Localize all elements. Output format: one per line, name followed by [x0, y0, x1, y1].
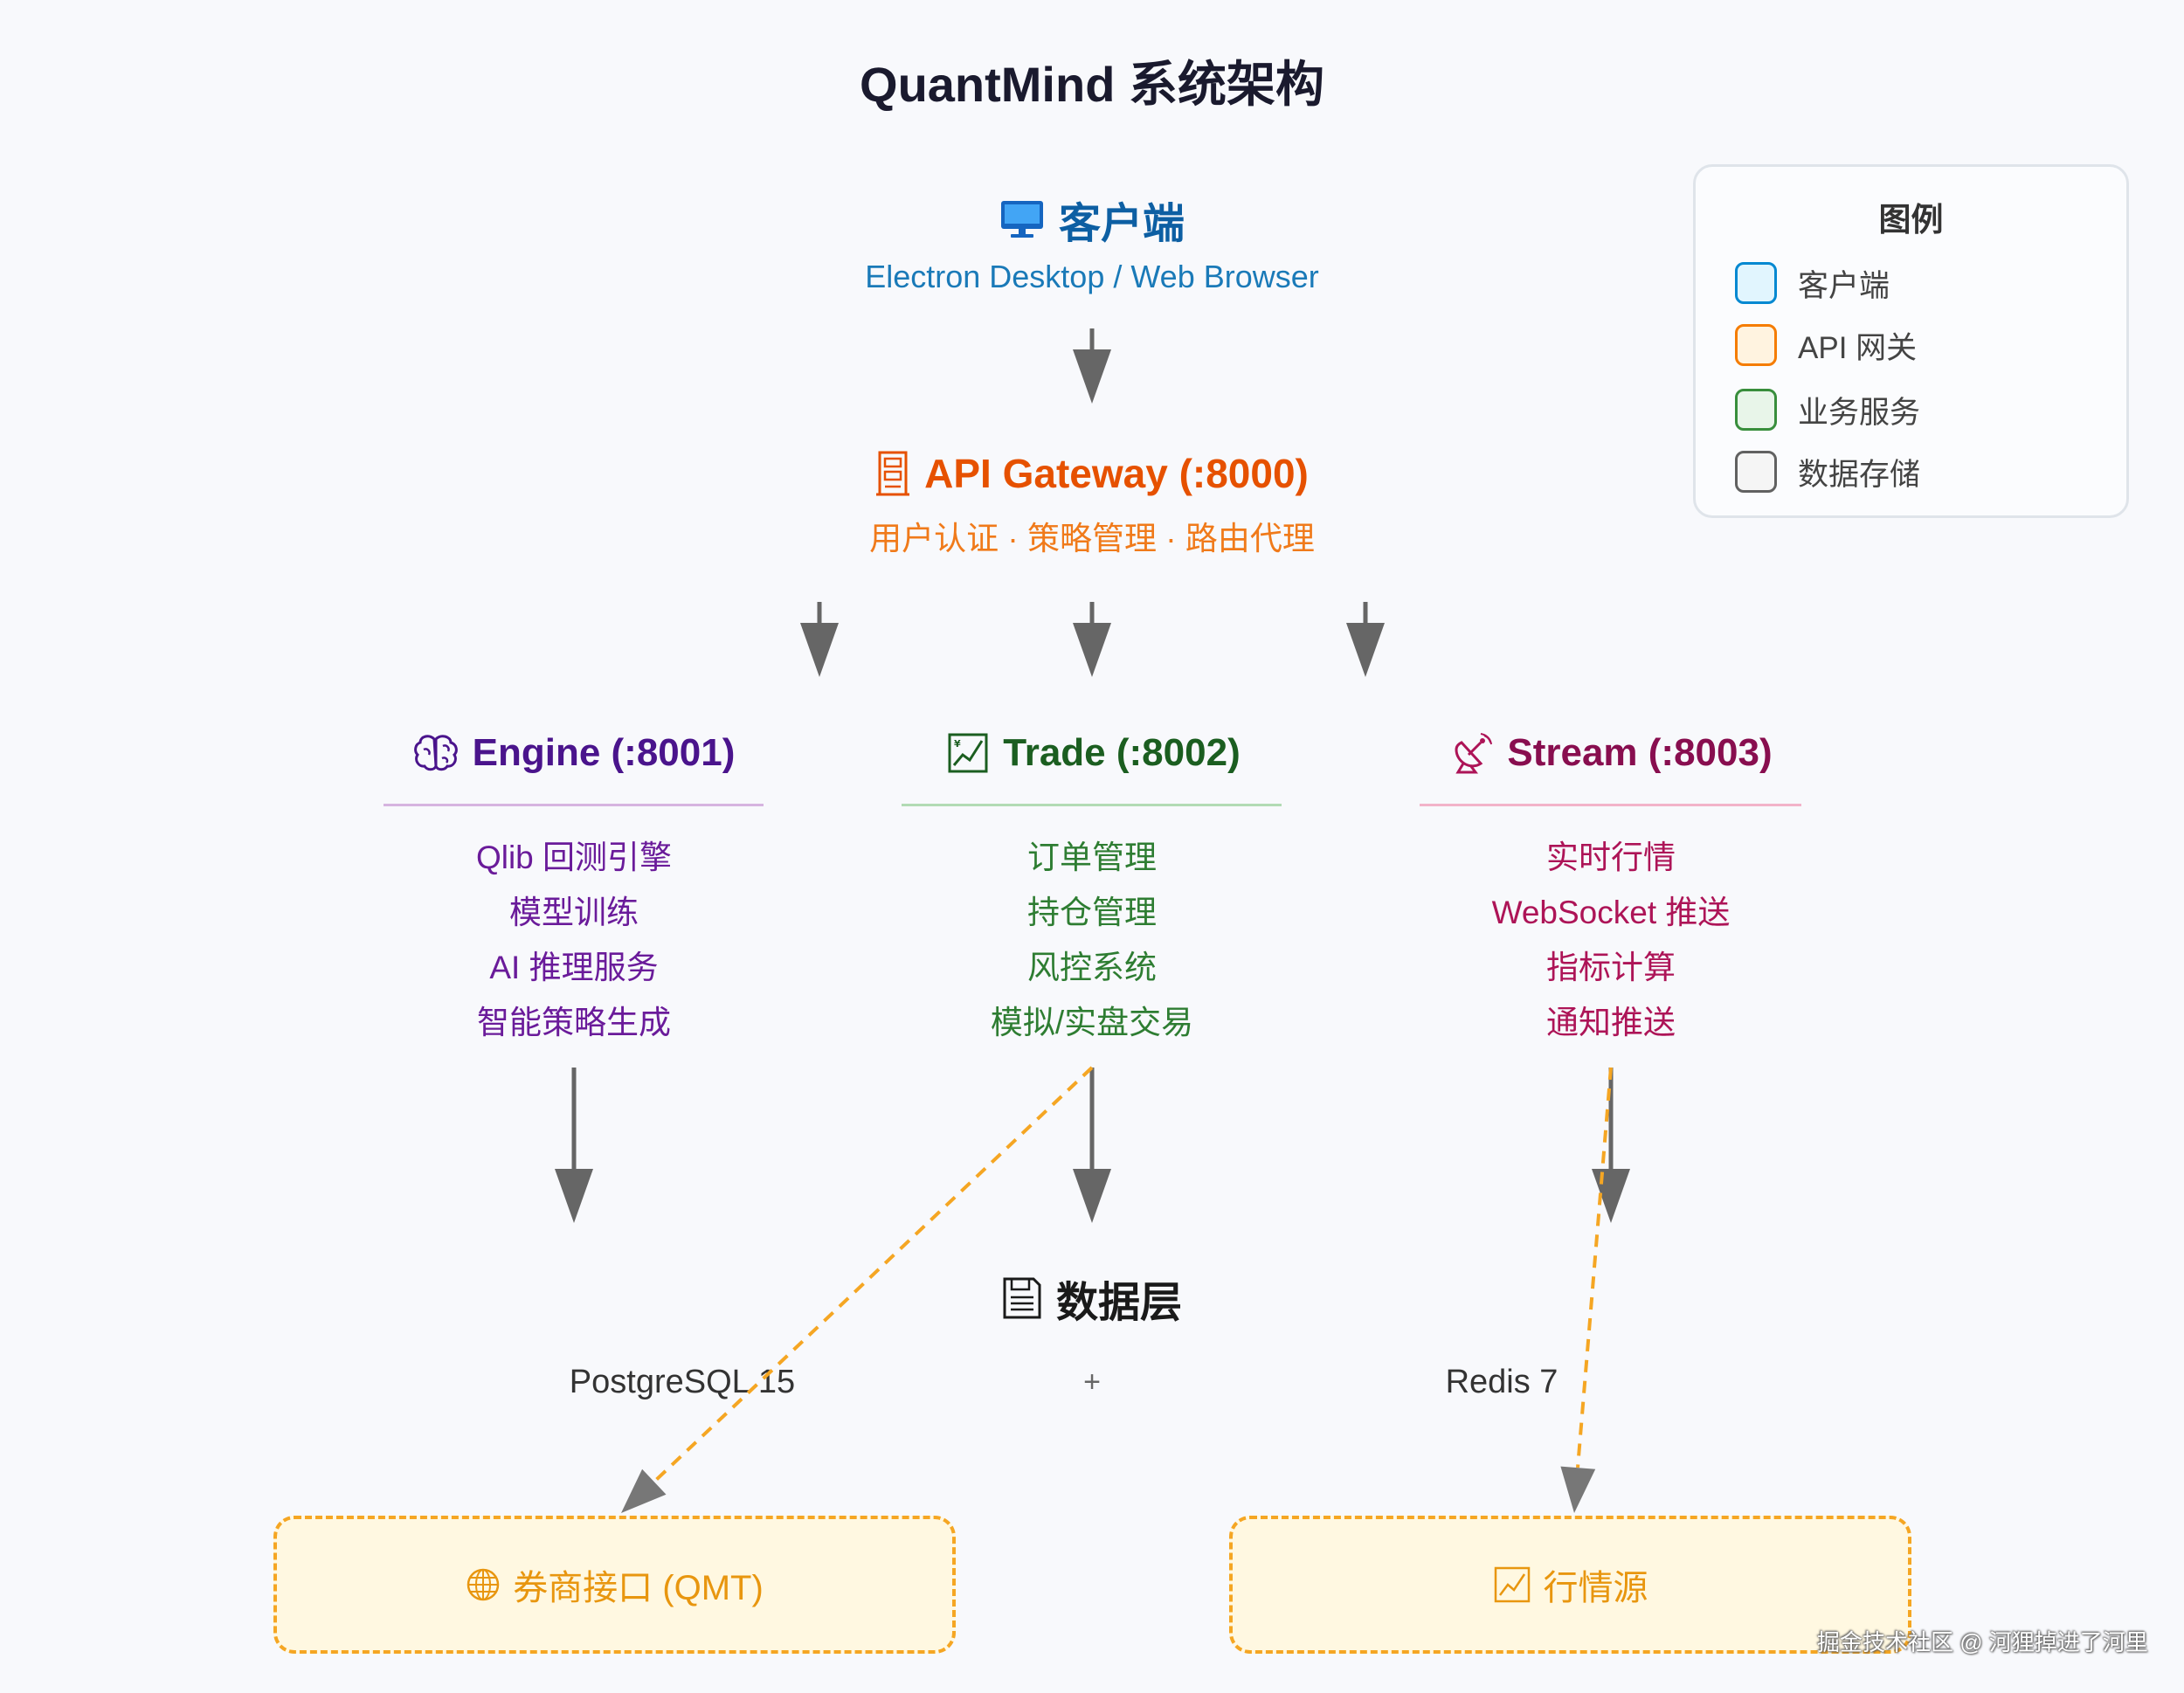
- data-layer-node: 数据层: [0, 1273, 2184, 1326]
- trade-title: Trade (:8002): [1003, 731, 1241, 774]
- trade-feature-list: 订单管理 持仓管理 风控系统 模拟/实盘交易: [786, 830, 1398, 1050]
- globe-icon: [466, 1567, 501, 1602]
- trade-service-title: ¥ Trade (:8002): [788, 728, 1400, 778]
- engine-feature-list: Qlib 回测引擎 模型训练 AI 推理服务 智能策略生成: [268, 830, 880, 1050]
- redis-store: Redis 7: [1445, 1364, 1559, 1400]
- list-item: 模拟/实盘交易: [990, 1005, 1194, 1040]
- legend-label: 数据存储: [1798, 457, 1921, 492]
- legend-title: 图例: [1878, 202, 1944, 238]
- postgresql-store: PostgreSQL 15: [569, 1364, 796, 1400]
- legend-swatch: [1735, 324, 1777, 366]
- engine-title: Engine (:8001): [472, 731, 736, 774]
- gateway-node: API Gateway (:8000): [0, 448, 2184, 499]
- legend-item-service: 业务服务: [1735, 388, 1920, 432]
- data-layer-title: 数据层: [1055, 1280, 1182, 1326]
- gateway-subtitle: 用户认证 · 策略管理 · 路由代理: [869, 521, 1315, 556]
- list-item: 风控系统: [1027, 950, 1157, 985]
- stream-service-title: Stream (:8003): [1306, 728, 1918, 778]
- broker-interface-label: 券商接口 (QMT): [513, 1569, 764, 1607]
- stream-title: Stream (:8003): [1507, 731, 1773, 774]
- engine-divider: [384, 804, 764, 806]
- client-node: 客户端: [0, 194, 2184, 247]
- svg-text:¥: ¥: [954, 738, 961, 750]
- engine-service-title: Engine (:8001): [268, 728, 880, 778]
- page-title: QuantMind 系统架构: [860, 56, 1324, 112]
- legend-item-client: 客户端: [1735, 261, 1890, 305]
- legend-label: 客户端: [1798, 268, 1890, 303]
- list-item: 智能策略生成: [477, 1005, 671, 1040]
- stream-feature-list: 实时行情 WebSocket 推送 指标计算 通知推送: [1305, 830, 1917, 1050]
- arrow-gateway-to-engine: [800, 602, 839, 677]
- arrow-trade-to-data: [1073, 1068, 1111, 1223]
- client-title: 客户端: [1058, 201, 1185, 247]
- floppy-icon: [1002, 1276, 1042, 1320]
- trade-divider: [902, 804, 1282, 806]
- list-item: WebSocket 推送: [1491, 895, 1731, 930]
- stream-divider: [1420, 804, 1801, 806]
- legend-swatch: [1735, 451, 1777, 493]
- arrow-client-to-gateway: [1073, 328, 1111, 404]
- arrow-engine-to-data: [555, 1068, 593, 1223]
- arrow-gateway-to-stream: [1346, 602, 1385, 677]
- monitor-icon: [999, 199, 1045, 239]
- legend-item-gateway: API 网关: [1735, 323, 1917, 367]
- market-data-source-box: 行情源: [1229, 1516, 1911, 1654]
- brain-icon: [413, 734, 459, 772]
- list-item: Qlib 回测引擎: [475, 840, 673, 875]
- list-item: 模型训练: [509, 895, 639, 930]
- arrow-stream-to-data: [1592, 1068, 1630, 1223]
- legend-label: 业务服务: [1798, 395, 1921, 430]
- list-item: 通知推送: [1546, 1005, 1676, 1040]
- legend-label: API 网关: [1798, 330, 1918, 365]
- broker-interface-box: 券商接口 (QMT): [273, 1516, 956, 1654]
- list-item: AI 推理服务: [489, 950, 659, 985]
- list-item: 指标计算: [1546, 950, 1676, 985]
- watermark: 掘金技术社区 @ 河狸掉进了河里: [1817, 1629, 2148, 1655]
- list-item: 实时行情: [1546, 840, 1676, 875]
- list-item: 持仓管理: [1027, 895, 1157, 930]
- legend: 图例 客户端 API 网关 业务服务 数据存储: [1693, 164, 2129, 518]
- gateway-title: API Gateway (:8000): [924, 451, 1309, 496]
- client-subtitle: Electron Desktop / Web Browser: [865, 259, 1319, 294]
- market-data-source-label: 行情源: [1543, 1569, 1648, 1607]
- building-icon: [875, 450, 910, 497]
- legend-swatch: [1735, 262, 1777, 304]
- chart-icon: ¥: [947, 732, 989, 774]
- arrow-gateway-to-trade: [1073, 602, 1111, 677]
- store-separator: +: [1083, 1365, 1101, 1399]
- chart-icon: [1493, 1565, 1531, 1604]
- legend-item-storage: 数据存储: [1735, 450, 1920, 494]
- satellite-icon: [1451, 732, 1493, 774]
- legend-swatch: [1735, 389, 1777, 431]
- list-item: 订单管理: [1027, 840, 1157, 875]
